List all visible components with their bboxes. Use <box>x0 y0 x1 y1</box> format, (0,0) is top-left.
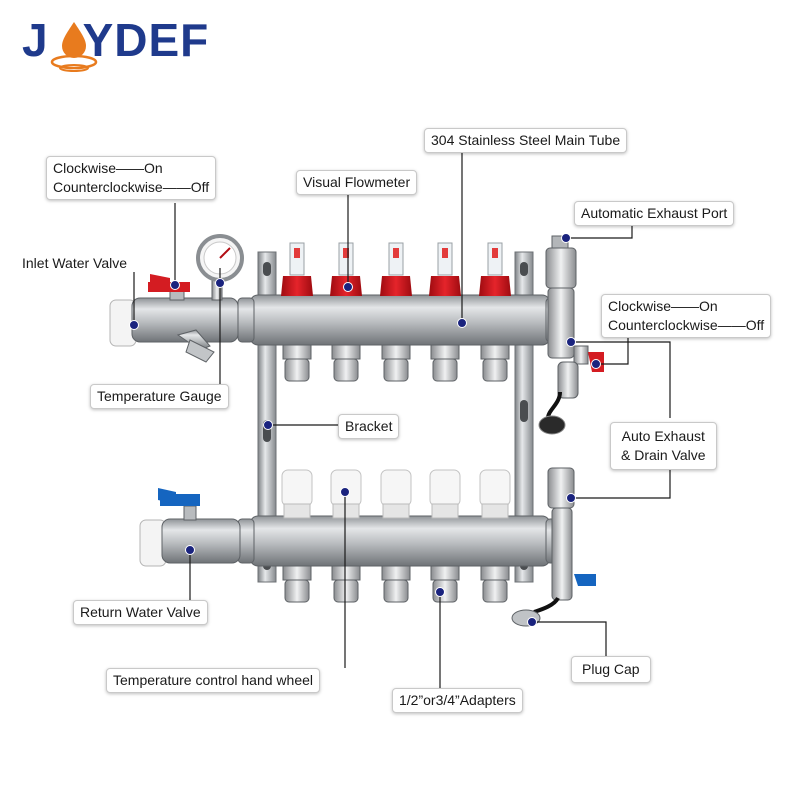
dot-bracket <box>263 420 273 430</box>
hand-wheels <box>281 469 511 519</box>
label-temp-gauge: Temperature Gauge <box>90 384 229 409</box>
leader-exhaust-port <box>566 222 633 239</box>
dot-inlet-valve <box>129 320 139 330</box>
return-valve-assembly <box>139 488 241 567</box>
logo-drop-mark <box>50 22 98 72</box>
label-return-valve: Return Water Valve <box>73 600 208 625</box>
dot-auto-exhaust-bottom <box>566 493 576 503</box>
main-tube-top <box>237 294 561 346</box>
inlet-valve-assembly <box>109 234 244 363</box>
label-main-tube: 304 Stainless Steel Main Tube <box>424 128 628 153</box>
leader-plug-cap <box>532 621 607 656</box>
inlet-switch-line2: Counterclockwise——Off <box>53 179 210 195</box>
dot-auto-exhaust-top <box>566 337 576 347</box>
label-exhaust-port: Automatic Exhaust Port <box>574 201 735 226</box>
leader-auto-exhaust-bottom <box>572 470 671 499</box>
label-auto-exhaust: Auto Exhaust & Drain Valve <box>610 422 717 470</box>
inlet-switch-line1: Clockwise——On <box>53 160 163 176</box>
auto-exhaust-line1: Auto Exhaust <box>621 428 705 444</box>
dot-flowmeter <box>343 282 353 292</box>
label-bracket: Bracket <box>338 414 400 439</box>
marker-dots <box>129 233 601 627</box>
leader-lines <box>133 148 671 688</box>
dot-plug-cap <box>527 617 537 627</box>
dot-hand-wheel <box>340 487 350 497</box>
dot-adapters <box>435 587 445 597</box>
label-inlet-switch: Clockwise——On Counterclockwise——Off <box>46 156 217 200</box>
dot-outlet-switch <box>591 359 601 369</box>
label-flowmeter: Visual Flowmeter <box>296 170 418 195</box>
label-outlet-switch: Clockwise——On Counterclockwise——Off <box>601 294 772 338</box>
label-hand-wheel: Temperature control hand wheel <box>106 668 321 693</box>
leader-auto-exhaust-top <box>572 341 671 418</box>
outlet-switch-line2: Counterclockwise——Off <box>608 317 765 333</box>
label-plug-cap: Plug Cap <box>571 656 651 683</box>
dot-exhaust-port <box>561 233 571 243</box>
flowmeters <box>281 242 511 296</box>
dot-temp-gauge <box>215 278 225 288</box>
dot-return-valve <box>185 545 195 555</box>
dot-main-tube <box>457 318 467 328</box>
bottom-outlet-connectors <box>282 565 510 603</box>
main-tube-bottom <box>237 515 561 567</box>
top-outlet-connectors <box>282 344 510 382</box>
right-top-assembly <box>538 235 604 435</box>
leader-outlet-switch <box>596 336 629 365</box>
auto-exhaust-line2: & Drain Valve <box>621 447 706 463</box>
label-inlet-valve: Inlet Water Valve <box>22 255 128 271</box>
outlet-switch-line1: Clockwise——On <box>608 298 718 314</box>
label-adapters: 1/2”or3/4”Adapters <box>392 688 523 713</box>
dot-inlet-switch <box>170 280 180 290</box>
